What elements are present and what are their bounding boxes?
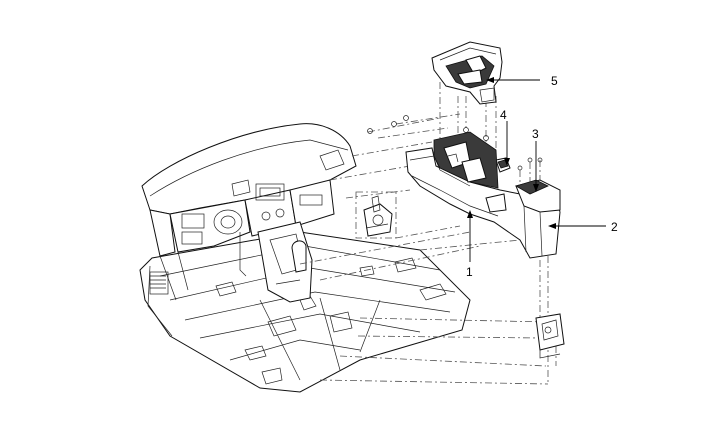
shifter-detail-box [355, 191, 397, 239]
callout-5: 5 [551, 74, 558, 88]
callout-4: 4 [500, 108, 507, 122]
arrowhead-1 [467, 210, 473, 218]
callout-3: 3 [532, 127, 539, 141]
dashboard [141, 123, 357, 301]
callout-labels: 5 4 3 2 1 [466, 74, 618, 279]
callout-leaders [467, 77, 606, 262]
shift-lever-area [239, 221, 313, 303]
callout-2: 2 [611, 220, 618, 234]
fasteners [367, 115, 543, 171]
arrowhead-3 [533, 184, 539, 192]
console-upper-cover [431, 41, 503, 105]
rear-bracket [535, 313, 565, 359]
floor-pan [139, 231, 471, 393]
arrowhead-2 [548, 223, 556, 229]
arrowhead-5 [486, 77, 494, 83]
callout-1: 1 [466, 265, 473, 279]
arrowhead-4 [504, 158, 510, 166]
floor-console-body [405, 131, 561, 259]
